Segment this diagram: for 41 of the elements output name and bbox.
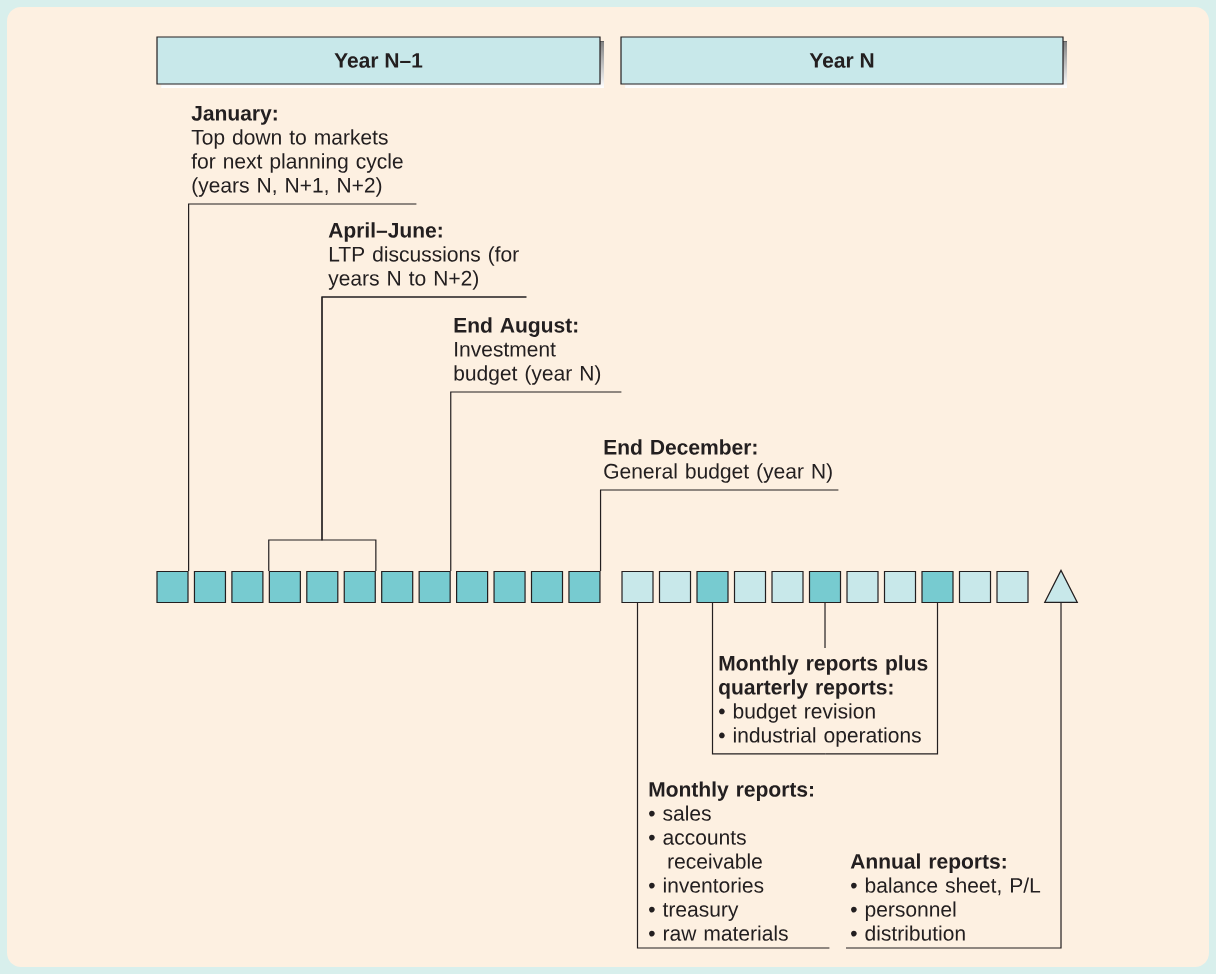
month-square [996,570,1029,604]
callout-text: Annual reports: • balance sheet, P/L • personnel • distribution [850,853,1041,941]
callout-text: April–June: LTP discussions (for years N to N+2) [328,222,519,290]
month-square [958,570,992,604]
month-square [418,570,451,604]
leader-line [824,602,826,649]
callout-text: January: Top down to markets for next planning cycle (years N, N+1, N+2) [191,106,403,197]
month-square [268,570,301,604]
leader-line [845,602,1062,949]
month-square [530,570,564,604]
leader-line [599,489,839,572]
callout-text: End December: General budget (year N) [604,439,832,483]
month-square [343,570,376,604]
month-square [493,570,526,604]
month-square [156,570,189,604]
month-square [846,570,879,604]
month-square [381,570,414,604]
leader-line [711,602,826,755]
month-square [193,570,227,604]
month-square [621,570,654,604]
month-square [921,570,954,604]
leader-line [188,203,417,572]
month-square [883,570,917,604]
month-square [696,570,729,604]
year-header-box: Year N–1 [156,36,604,88]
month-square [658,570,692,604]
month-square [771,570,804,604]
leader-line [824,602,939,755]
month-square [456,570,489,604]
month-square [568,570,601,604]
leader-line [450,391,622,572]
callout-text: Monthly reports: • sales • accounts receivable • inventories • treasury • raw materials [649,781,813,941]
month-square [306,570,339,604]
callout-text: End August: Investment budget (year N) [454,317,601,385]
callout-text: Monthly reports plus quarterly reports: • budget revision • industrial operations [719,655,928,747]
month-square [808,570,842,604]
leader-line [636,602,830,949]
month-square [231,570,264,604]
month-square [733,570,767,604]
leader-line [321,296,527,572]
year-header-box: Year N [620,36,1067,88]
